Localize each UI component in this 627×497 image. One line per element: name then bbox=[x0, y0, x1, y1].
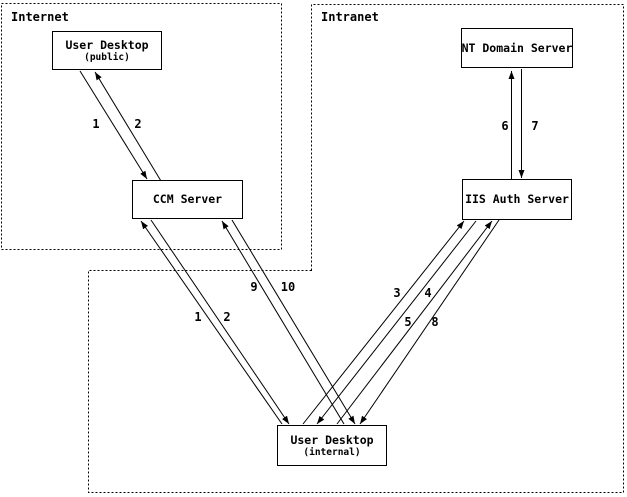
edge-4-iis-to-internal bbox=[316, 220, 477, 425]
edge-5-internal-to-iis bbox=[336, 220, 493, 425]
node-user-desktop-internal: User Desktop (internal) bbox=[277, 425, 387, 466]
edge-9-internal-to-ccm bbox=[221, 220, 345, 425]
edge-label-3: 3 bbox=[393, 286, 401, 300]
edge-label-7: 7 bbox=[531, 119, 539, 133]
edge-2-ccm-to-internal bbox=[150, 219, 290, 425]
node-label: IIS Auth Server bbox=[465, 192, 569, 206]
edge-label-5: 5 bbox=[404, 315, 412, 329]
node-label: User Desktop bbox=[65, 37, 149, 52]
intranet-zone-border bbox=[88, 4, 624, 493]
node-sublabel: (internal) bbox=[303, 446, 361, 458]
internet-zone-border bbox=[1, 3, 282, 250]
edge-label-2-public: 2 bbox=[134, 117, 142, 131]
edge-1-public-to-ccm bbox=[79, 70, 148, 180]
node-label: NT Domain Server bbox=[461, 40, 573, 55]
node-ccm-server: CCM Server bbox=[132, 180, 243, 219]
zone-label-internet: Internet bbox=[11, 10, 69, 24]
node-label: CCM Server bbox=[152, 192, 223, 206]
edge-label-2-internal: 2 bbox=[223, 310, 231, 324]
edge-label-6: 6 bbox=[501, 119, 509, 133]
node-user-desktop-public: User Desktop (public) bbox=[52, 31, 162, 70]
edge-label-4: 4 bbox=[424, 286, 432, 300]
edge-3-internal-to-iis bbox=[302, 220, 465, 425]
edge-label-1-internal: 1 bbox=[194, 310, 202, 324]
zone-label-intranet: Intranet bbox=[321, 10, 379, 24]
edge-8-iis-to-internal bbox=[359, 219, 500, 425]
edge-2-ccm-to-public bbox=[94, 71, 162, 182]
edge-label-9: 9 bbox=[250, 280, 258, 294]
edge-label-10: 10 bbox=[280, 280, 296, 294]
node-label: User Desktop bbox=[290, 432, 374, 447]
node-iis-auth-server: IIS Auth Server bbox=[462, 179, 572, 220]
edge-label-1-public: 1 bbox=[92, 117, 100, 131]
edge-label-8: 8 bbox=[431, 315, 439, 329]
edge-1-internal-to-ccm bbox=[140, 220, 283, 425]
node-sublabel: (public) bbox=[84, 51, 130, 63]
edge-10-ccm-to-internal bbox=[231, 219, 356, 425]
node-nt-domain-server: NT Domain Server bbox=[461, 28, 573, 68]
